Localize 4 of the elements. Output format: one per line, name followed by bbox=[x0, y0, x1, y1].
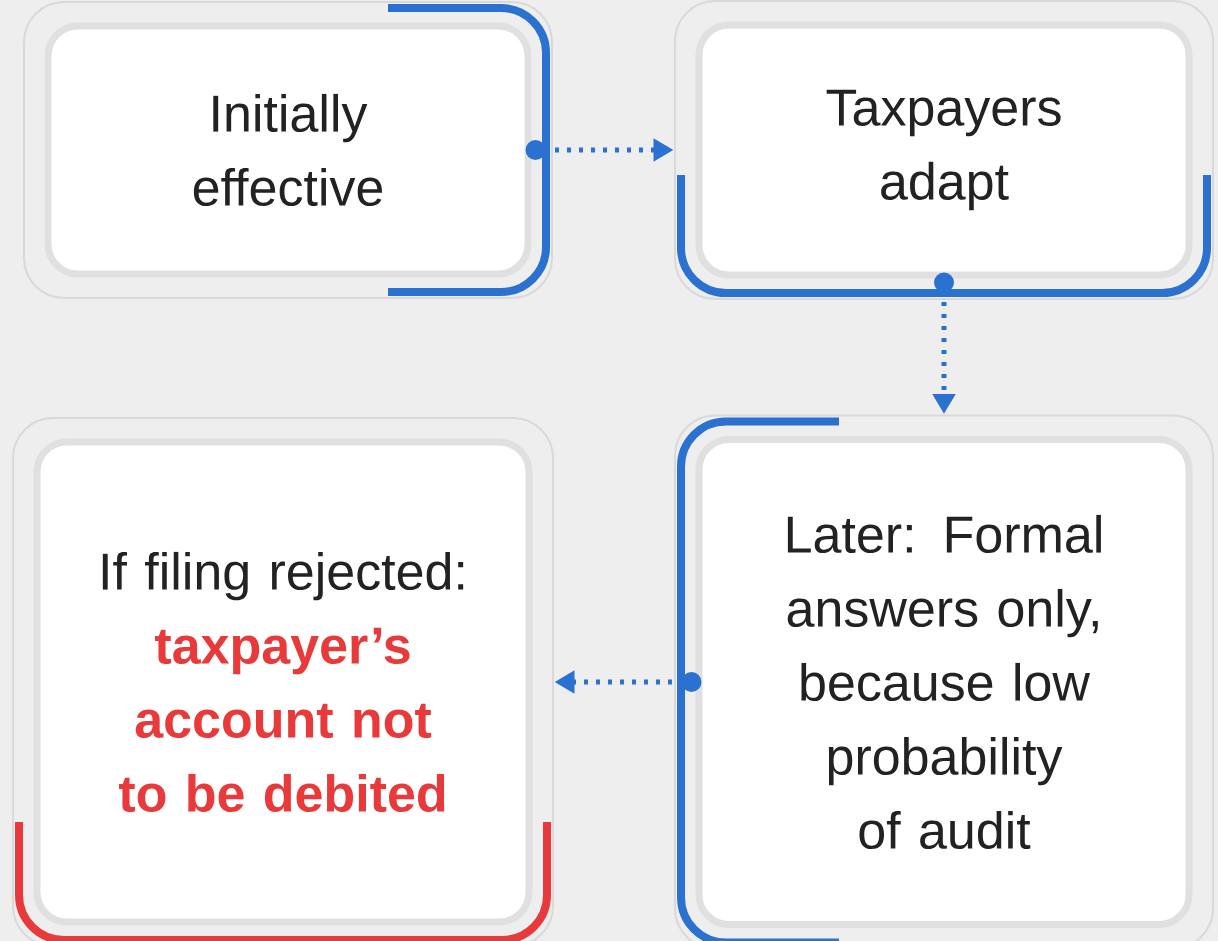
process-box: If filing rejected: taxpayer’s account not to be debited bbox=[12, 417, 554, 941]
process-box: Initially effective bbox=[23, 1, 553, 299]
process-box: Later: Formal answers only, because low probability of audit bbox=[674, 414, 1214, 941]
process-box: Taxpayers adapt bbox=[674, 0, 1214, 300]
